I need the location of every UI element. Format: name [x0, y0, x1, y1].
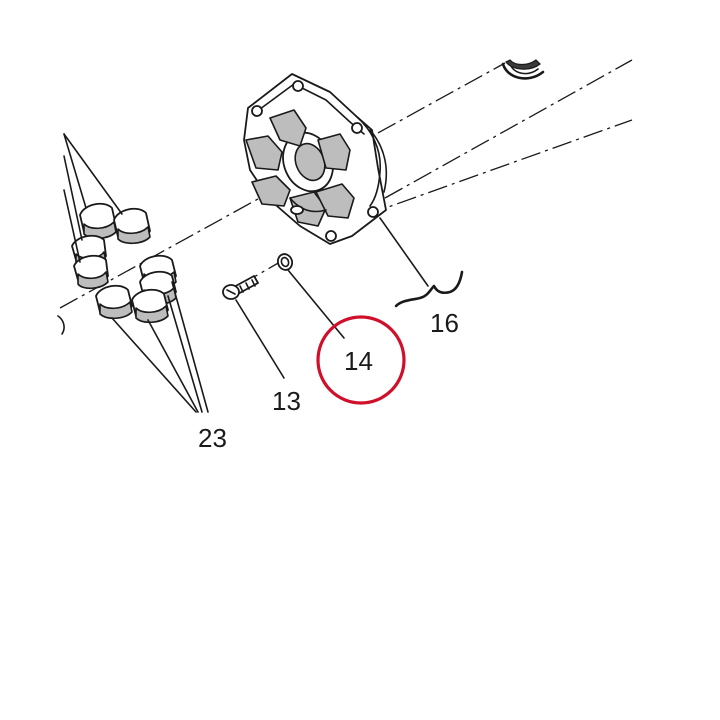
spider-piece: [113, 207, 151, 245]
leader-line-23: [147, 319, 199, 413]
leader-lines: [63, 133, 429, 413]
label-14: 14: [344, 346, 373, 376]
axis-line-right: [384, 59, 633, 199]
leader-line-16: [379, 217, 429, 287]
leader-line-13: [235, 299, 285, 379]
flange-hole: [367, 206, 379, 218]
spider-piece: [79, 202, 117, 240]
leader-line-23: [63, 133, 123, 215]
label-13: 13: [272, 386, 301, 416]
axis-line-upper: [59, 62, 506, 309]
flange-hole: [351, 122, 363, 134]
leader-line-14: [287, 269, 345, 339]
spider-piece: [73, 254, 109, 290]
bracket-16: [394, 270, 464, 308]
partial-arc: [57, 315, 65, 335]
leader-line-23: [63, 189, 81, 263]
label-16: 16: [430, 308, 459, 338]
screw: [222, 275, 259, 300]
flange-hole: [251, 105, 263, 117]
flange-hole: [325, 230, 337, 242]
highlight-circle: [316, 315, 406, 405]
washer: [276, 253, 294, 271]
spider-piece: [131, 288, 169, 324]
leader-line-23: [63, 133, 87, 209]
leader-line-23: [171, 281, 209, 413]
leader-line-23: [111, 317, 197, 413]
spider-pieces: [71, 202, 177, 324]
label-23: 23: [198, 423, 227, 453]
spider-piece: [95, 284, 133, 320]
partial-component-top: [501, 59, 545, 80]
leader-line-23: [167, 295, 203, 413]
leader-line-23: [63, 155, 83, 241]
flange-hole: [292, 80, 304, 92]
flange-hub-assembly: [243, 73, 388, 245]
